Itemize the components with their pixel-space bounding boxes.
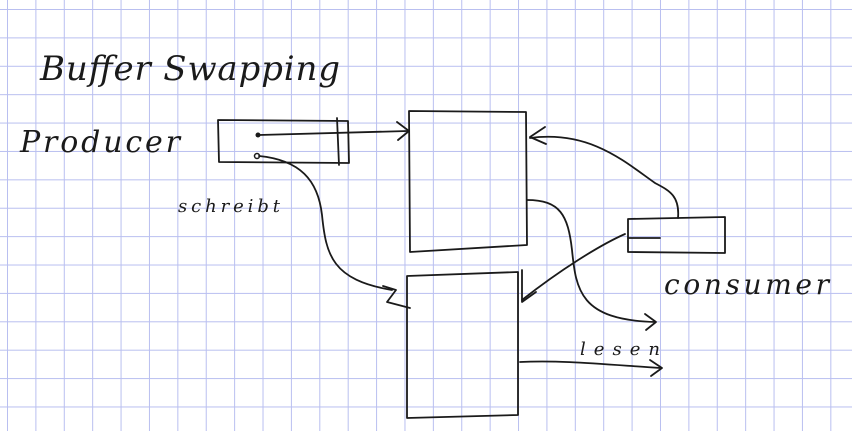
- arrowhead-consumer-to-buffer-b: [521, 269, 537, 303]
- arrow-consumer-to-buffer-a: [529, 135, 680, 219]
- arrow-read-from-buffer-a: [526, 199, 656, 323]
- producer-box-divider: [336, 117, 340, 166]
- arrowhead-consumer-to-buffer-a: [529, 126, 547, 145]
- consumer-label: consumer: [664, 268, 831, 301]
- arrowhead-read-from-buffer-b: [649, 359, 663, 377]
- arrow-consumer-to-buffer-b: [521, 233, 626, 301]
- arrow-producer-to-buffer-b: [258, 155, 393, 291]
- buffer-b: [406, 271, 519, 419]
- arrow-producer-to-buffer-a: [258, 130, 409, 136]
- buffer-a: [408, 110, 528, 253]
- arrowhead-producer-to-buffer-a: [396, 121, 410, 141]
- producer-pointer-box: [217, 119, 350, 164]
- diagram-title: Buffer Swapping: [39, 49, 340, 89]
- consumer-pointer-box: [627, 216, 726, 254]
- arrowhead-read-from-buffer-a: [644, 313, 657, 331]
- producer-pointer-dot-1: [255, 132, 261, 138]
- read-label: lesen: [580, 339, 660, 360]
- arrow-read-from-buffer-b: [519, 360, 661, 369]
- write-label: schreibt: [178, 196, 281, 217]
- producer-label: Producer: [19, 125, 182, 160]
- arrowhead-producer-to-buffer-b: [382, 285, 411, 309]
